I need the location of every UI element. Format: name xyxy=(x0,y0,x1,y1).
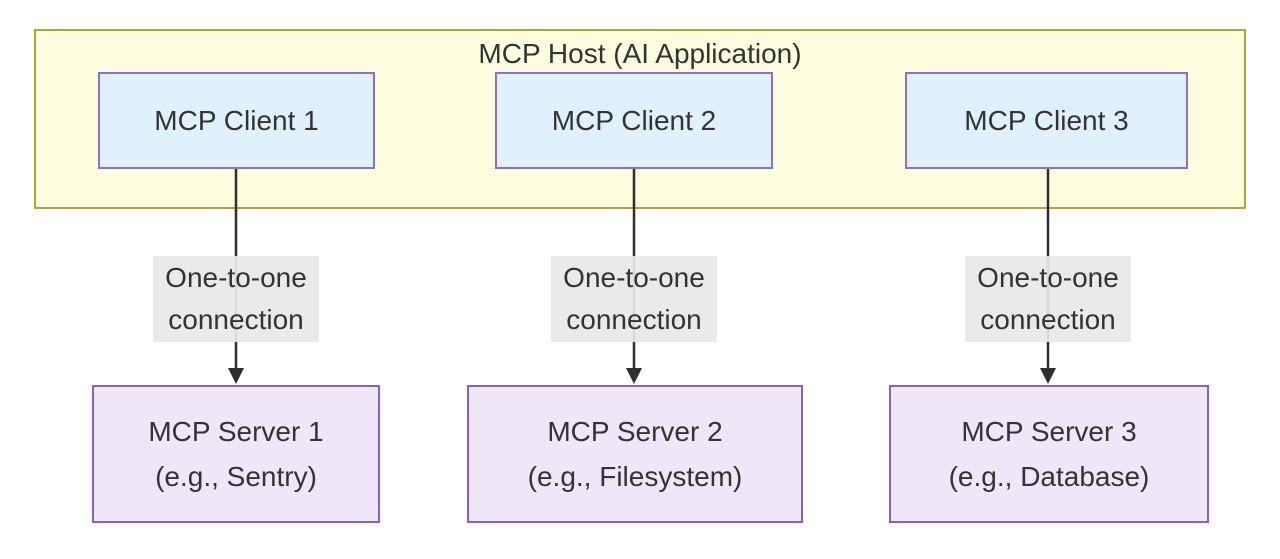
server-name: MCP Server 2 xyxy=(547,416,723,447)
server-name: MCP Server 3 xyxy=(961,416,1137,447)
mcp-host-title: MCP Host (AI Application) xyxy=(478,38,802,69)
server-example: (e.g., Filesystem) xyxy=(527,461,743,492)
mcp-server-2-node: MCP Server 2 (e.g., Filesystem) xyxy=(467,385,803,523)
mcp-client-3-node: MCP Client 3 xyxy=(905,72,1188,169)
edge-label-one-to-one-1: One-to-one connection xyxy=(153,256,319,342)
server-example: (e.g., Database) xyxy=(948,461,1150,492)
mcp-client-2-node: MCP Client 2 xyxy=(495,72,773,169)
mcp-server-3-node: MCP Server 3 (e.g., Database) xyxy=(889,385,1209,523)
arrowhead-icon xyxy=(228,368,244,384)
arrowhead-icon xyxy=(626,368,642,384)
server-example: (e.g., Sentry) xyxy=(155,461,317,492)
arrowhead-icon xyxy=(1040,368,1056,384)
mcp-client-1-node: MCP Client 1 xyxy=(98,72,375,169)
edge-label-one-to-one-3: One-to-one connection xyxy=(965,256,1131,342)
mcp-server-1-node: MCP Server 1 (e.g., Sentry) xyxy=(92,385,380,523)
server-name: MCP Server 1 xyxy=(148,416,324,447)
edge-label-one-to-one-2: One-to-one connection xyxy=(551,256,717,342)
